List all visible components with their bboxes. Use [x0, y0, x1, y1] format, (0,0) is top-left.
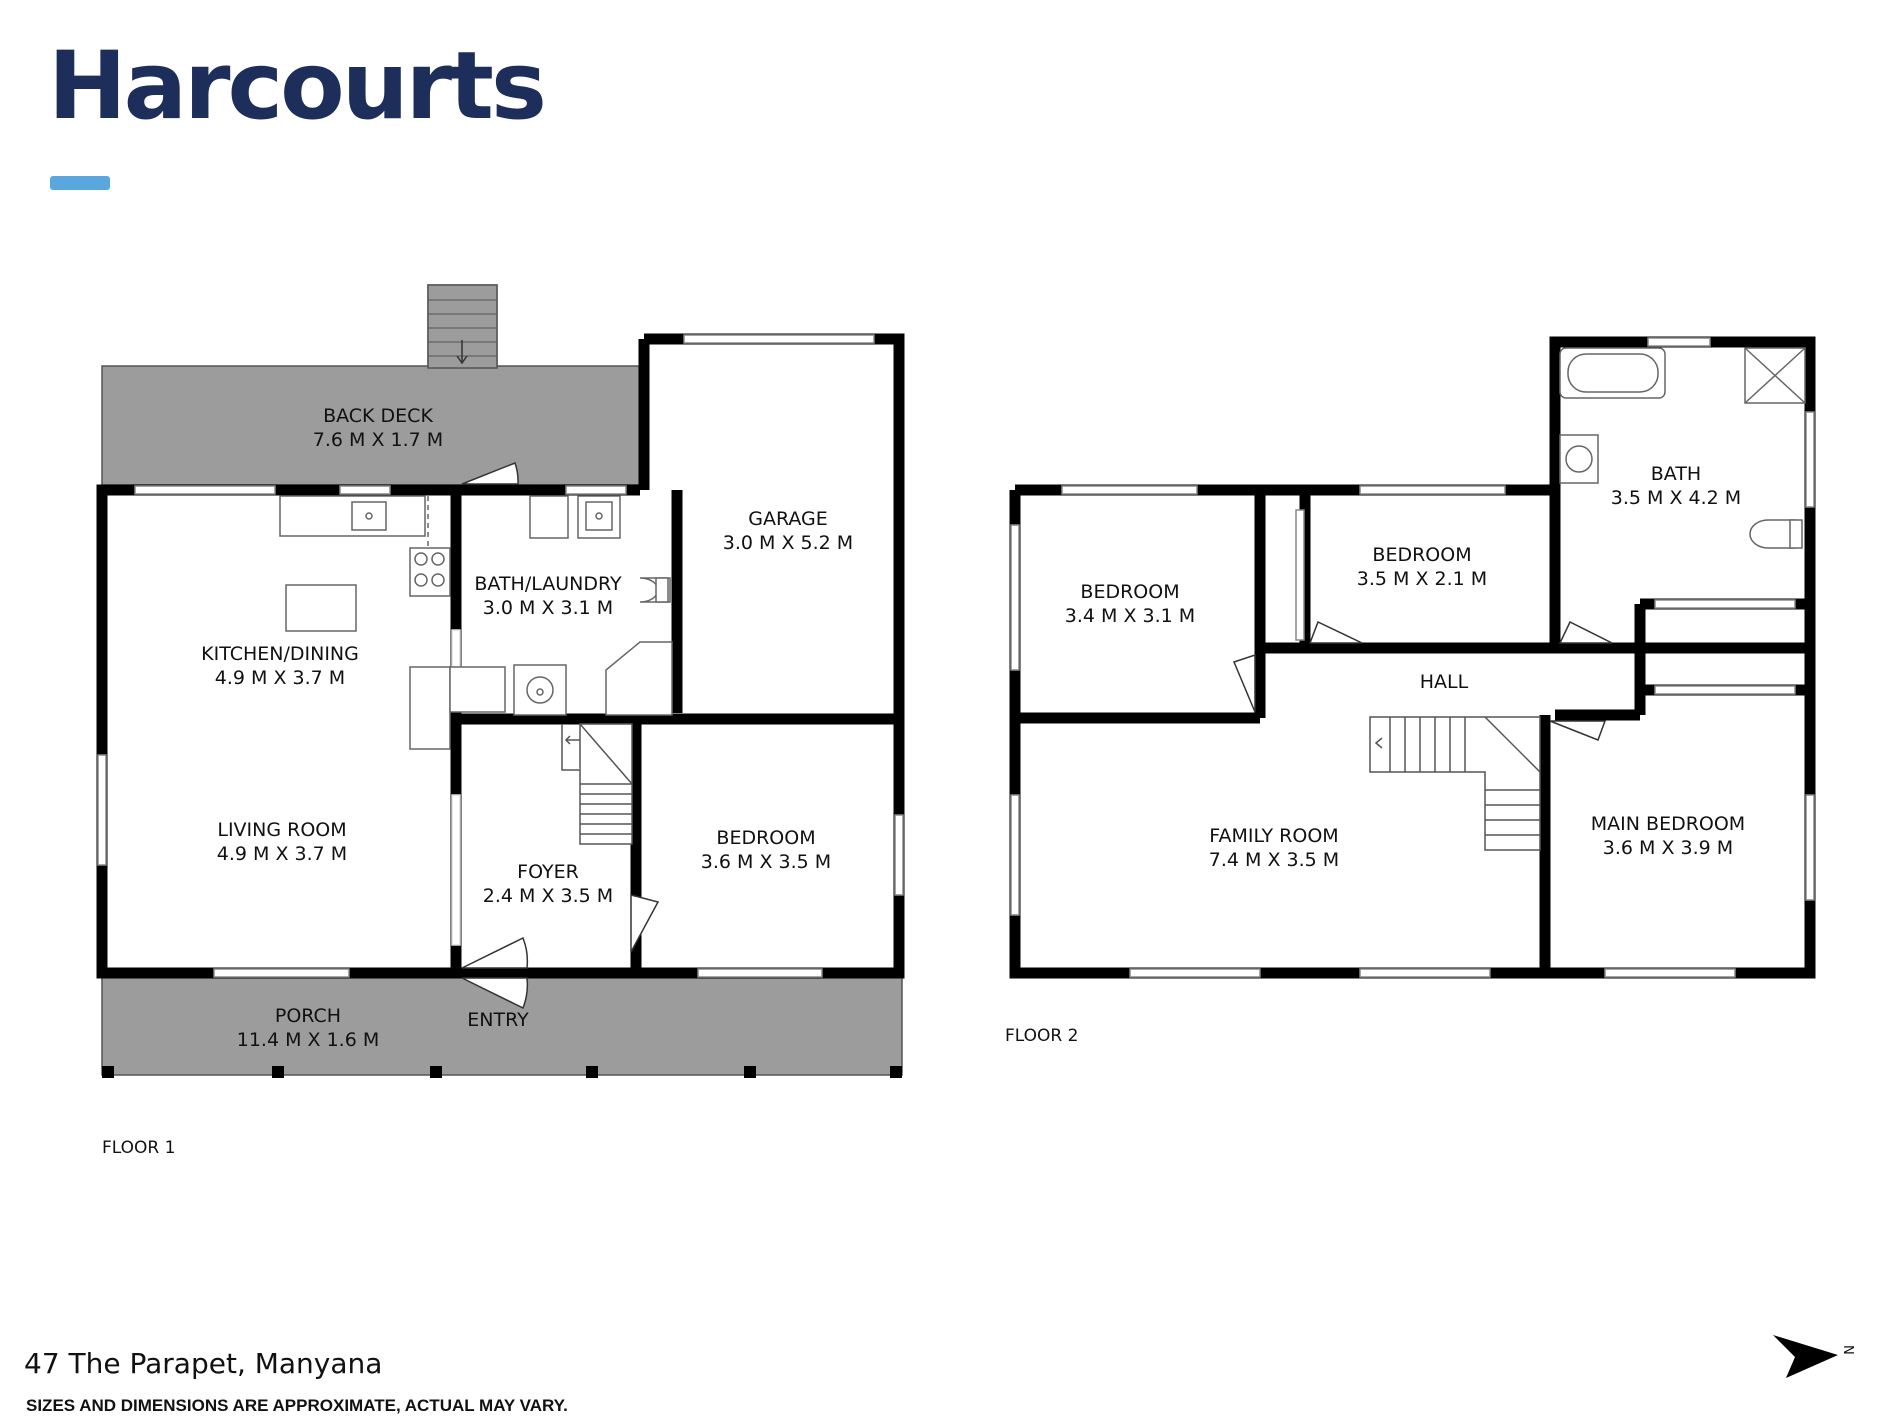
property-address: 47 The Parapet, Manyana	[24, 1347, 383, 1380]
bedroom-a-label: BEDROOM	[1080, 581, 1179, 603]
living-room-dims: 4.9 M X 3.7 M	[217, 843, 347, 865]
bedroom-dims: 3.6 M X 3.5 M	[701, 851, 831, 873]
floor-1-doors	[461, 462, 660, 1010]
north-arrow-icon: N	[1773, 1335, 1855, 1378]
foyer-stairs-icon	[561, 723, 633, 845]
floor-2-doors	[1232, 620, 1613, 741]
porch-label: PORCH	[275, 1005, 341, 1027]
bath-dims: 3.5 M X 4.2 M	[1611, 487, 1741, 509]
logo-wordmark: Harcourts	[48, 32, 547, 141]
stairwell-icon	[1369, 716, 1541, 851]
family-room-dims: 7.4 M X 3.5 M	[1209, 849, 1339, 871]
entry-label: ENTRY	[467, 1009, 529, 1031]
floor-2-plan: BEDROOM 3.4 M X 3.1 M BEDROOM 3.5 M X 2.…	[1005, 336, 1816, 1046]
foyer-label: FOYER	[517, 861, 579, 883]
floor-1-plan: BACK DECK 7.6 M X 1.7 M KITCHEN/DINING 4…	[96, 284, 905, 1158]
back-deck-area	[101, 284, 641, 486]
kitchen-label: KITCHEN/DINING	[201, 643, 359, 665]
hall-label: HALL	[1420, 671, 1469, 693]
bath-laundry-dims: 3.0 M X 3.1 M	[483, 597, 613, 619]
family-room-label: FAMILY ROOM	[1209, 825, 1338, 847]
floor-2-label: FLOOR 2	[1005, 1026, 1078, 1046]
kitchen-dims: 4.9 M X 3.7 M	[215, 667, 345, 689]
kitchen-fixtures	[279, 495, 506, 750]
bedroom-b-dims: 3.5 M X 2.1 M	[1357, 568, 1487, 590]
porch-dims: 11.4 M X 1.6 M	[237, 1029, 379, 1051]
bedroom-b-label: BEDROOM	[1372, 544, 1471, 566]
deck-stairs-icon	[427, 284, 498, 369]
north-label: N	[1840, 1345, 1855, 1355]
main-bedroom-dims: 3.6 M X 3.9 M	[1603, 837, 1733, 859]
floor-2-windows	[1010, 337, 1815, 978]
bath-laundry-label: BATH/LAUNDRY	[474, 573, 622, 595]
floor-1-windows	[97, 334, 904, 978]
foyer-dims: 2.4 M X 3.5 M	[483, 885, 613, 907]
disclaimer: SIZES AND DIMENSIONS ARE APPROXIMATE, AC…	[26, 1396, 568, 1415]
floor-1-label: FLOOR 1	[102, 1138, 175, 1158]
back-deck-dims: 7.6 M X 1.7 M	[313, 429, 443, 451]
porch-posts	[102, 1066, 902, 1078]
bedroom-a-dims: 3.4 M X 3.1 M	[1065, 605, 1195, 627]
main-bedroom-label: MAIN BEDROOM	[1591, 813, 1745, 835]
bedroom-label: BEDROOM	[716, 827, 815, 849]
kitchen-island	[285, 584, 357, 632]
harcourts-logo: Harcourts	[48, 32, 548, 190]
bath-label: BATH	[1651, 463, 1701, 485]
garage-dims: 3.0 M X 5.2 M	[723, 532, 853, 554]
living-room-label: LIVING ROOM	[217, 819, 346, 841]
garage-label: GARAGE	[748, 508, 828, 530]
back-deck-label: BACK DECK	[323, 405, 433, 427]
floor-2-walls	[1009, 336, 1816, 979]
upstairs-bath-fixtures	[1559, 347, 1806, 549]
bath-laundry-fixtures	[513, 495, 673, 716]
logo-underline	[50, 176, 110, 190]
